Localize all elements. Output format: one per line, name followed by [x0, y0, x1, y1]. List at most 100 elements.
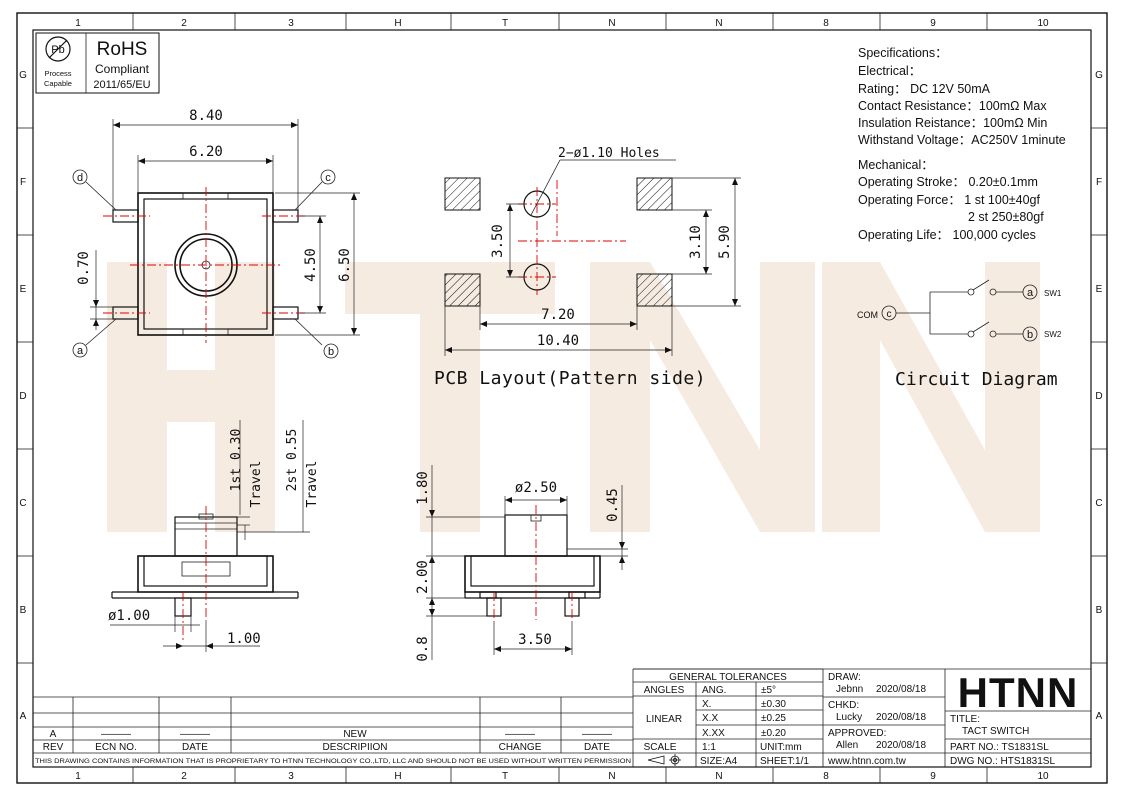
row-label-d: D: [19, 391, 26, 402]
unit-label: UNIT:mm: [760, 742, 802, 753]
rohs-compliant: Compliant: [95, 62, 150, 76]
rev-header: REV: [43, 742, 64, 753]
col-label-1: 1: [75, 18, 81, 29]
dim-terminal-pitch: 4.50: [303, 248, 319, 282]
dim-pin-dia: ø1.00: [108, 608, 150, 624]
side-view: 1st 0.30 Travel 2st 0.55 Travel ø1.00 1.…: [108, 420, 320, 652]
terminal-c-label: c: [325, 172, 331, 184]
website: www.htnn.com.tw: [827, 756, 907, 767]
travel-1-label: Travel: [249, 461, 264, 508]
ecn-value: ———: [101, 729, 131, 740]
column-ruler-top: 1 2 3 H T N N 8 9 10: [75, 13, 1049, 30]
dim-body-height: 2.00: [415, 560, 431, 594]
spec-heading: Specifications：: [858, 46, 948, 60]
dim-pin-length: 0.8: [415, 636, 431, 661]
row-label-b: B: [20, 605, 27, 616]
col-label-10: 10: [1037, 771, 1049, 782]
top-view: 8.40 6.20 4.50: [72, 108, 360, 359]
row-label-d: D: [1095, 391, 1102, 402]
dim-overall-width: 8.40: [189, 108, 223, 124]
specifications: Specifications： Electrical： Rating： DC 1…: [858, 46, 1066, 242]
draw-name: Jebnn: [836, 684, 863, 695]
row-label-g: G: [19, 70, 27, 81]
scale-label: SCALE: [644, 742, 677, 753]
ecn-header: ECN NO.: [95, 742, 137, 753]
dim-actuator-dia: ø2.50: [515, 480, 557, 496]
angles-label: ANGLES: [644, 685, 685, 696]
rohs-directive: 2011/65/EU: [93, 79, 150, 91]
proprietary-notice: THIS DRAWING CONTAINS INFORMATION THAT I…: [35, 758, 631, 765]
title-value: TACT SWITCH: [962, 726, 1029, 737]
dim-pad-outer-v: 5.90: [717, 225, 733, 259]
terminal-d-label: d: [77, 172, 83, 184]
date2-value: ———: [582, 729, 612, 740]
col-label-6: N: [608, 771, 615, 782]
row-label-e: E: [20, 284, 27, 295]
row-ruler: G F E D C B A G F E D C B A: [17, 70, 1107, 722]
chkd-label: CHKD:: [828, 700, 859, 711]
col-label-4: H: [394, 771, 401, 782]
x3-tolerance: ±0.20: [761, 728, 786, 739]
travel-2-label: Travel: [305, 461, 320, 508]
dim-pad-inner-h: 7.20: [541, 307, 575, 323]
linear-label: LINEAR: [646, 714, 682, 725]
rev-value: A: [50, 729, 57, 740]
col-label-5: T: [502, 18, 508, 29]
spec-operating-life: Operating Life： 100,000 cycles: [858, 228, 1036, 242]
capable-label: Capable: [44, 79, 72, 88]
sheet-label: SHEET:1/1: [760, 756, 809, 767]
approved-name: Allen: [836, 740, 858, 751]
col-label-7: N: [715, 771, 722, 782]
dim-body-width: 6.20: [189, 144, 223, 160]
spec-operating-stroke: Operating Stroke： 0.20±0.1mm: [858, 175, 1038, 189]
x3-label: X.XX: [702, 728, 725, 739]
tolerance-title: GENERAL TOLERANCES: [669, 672, 787, 683]
row-label-c: C: [1095, 498, 1102, 509]
spec-rating: Rating： DC 12V 50mA: [858, 82, 991, 96]
sw1-label: SW1: [1044, 289, 1062, 298]
col-label-10: 10: [1037, 18, 1049, 29]
col-label-2: 2: [181, 18, 187, 29]
col-label-7: N: [715, 18, 722, 29]
pb-mark: Pb: [51, 44, 64, 56]
dim-body-height: 6.50: [337, 248, 353, 282]
chkd-name: Lucky: [836, 712, 862, 723]
process-label: Process: [44, 69, 71, 78]
terminal-a-label: a: [1027, 287, 1034, 299]
col-label-9: 9: [930, 771, 936, 782]
col-label-1: 1: [75, 771, 81, 782]
spec-insulation-resistance: Insulation Reistance：100mΩ Min: [858, 116, 1047, 130]
company-logo: HTNN: [958, 669, 1079, 716]
dim-actuator-height: 1.80: [415, 471, 431, 505]
ang-label: ANG.: [702, 685, 726, 696]
x2-label: X.X: [702, 713, 718, 724]
draw-date: 2020/08/18: [876, 684, 926, 695]
col-label-8: 8: [823, 771, 829, 782]
sw2-label: SW2: [1044, 330, 1062, 339]
title-block: HTNN TITLE: TACT SWITCH PART NO.: TS1831…: [945, 669, 1091, 767]
circuit-diagram: COM c a SW1 b SW2 Circuit Diagram: [857, 279, 1062, 390]
dim-step: 0.45: [605, 488, 621, 522]
inner-frame: [32, 29, 1092, 768]
terminal-b-label: b: [1027, 329, 1033, 341]
spec-mechanical: Mechanical：: [858, 158, 934, 172]
dim-terminal-width: 0.70: [76, 251, 92, 285]
part-number: PART NO.: TS1831SL: [950, 742, 1049, 753]
col-label-9: 9: [930, 18, 936, 29]
dim-pad-outer-h: 10.40: [537, 333, 579, 349]
col-label-8: 8: [823, 18, 829, 29]
description-header: DESCRIPIION: [322, 742, 387, 753]
spec-operating-force-2: 2 st 250±80gf: [968, 210, 1044, 224]
date2-header: DATE: [584, 742, 610, 753]
row-label-f: F: [20, 177, 26, 188]
drawing-number: DWG NO.: HTS1831SL: [950, 756, 1055, 767]
date-header: DATE: [182, 742, 208, 753]
date-value: ———: [180, 729, 210, 740]
x2-tolerance: ±0.25: [761, 713, 786, 724]
approved-label: APPROVED:: [828, 728, 886, 739]
travel-2-value: 2st 0.55: [285, 429, 300, 492]
front-view: ø2.50 1.80 0.45 2.00 0.8 3.50: [415, 465, 628, 662]
outer-frame: [16, 12, 1108, 784]
dim-pin-offset: 1.00: [227, 631, 261, 647]
